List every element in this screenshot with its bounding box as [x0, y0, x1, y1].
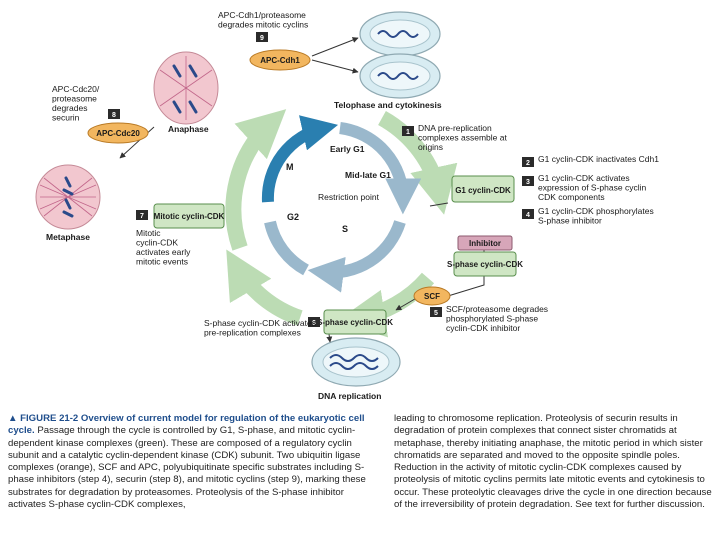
telophase-cells [359, 11, 441, 99]
step-2-text: G1 cyclin-CDK inactivates Cdh1 [538, 154, 659, 164]
dna-replication-cell [311, 337, 401, 387]
g1-cdk-text: G1 cyclin-CDK [455, 186, 511, 195]
apc-cdh1-pill: APC-Cdh1 [249, 49, 311, 71]
anaphase-label: Anaphase [168, 124, 209, 134]
g1-cyclin-cdk-box: G1 cyclin-CDK [451, 175, 515, 203]
apc-cdh1-text: APC-Cdh1 [260, 56, 300, 65]
svg-text:1: 1 [406, 129, 410, 136]
anaphase-cell [153, 51, 219, 125]
svg-text:8: 8 [112, 112, 116, 119]
svg-text:2: 2 [526, 160, 530, 167]
svg-text:3: 3 [526, 179, 530, 186]
mitotic-cyclin-cdk-box: Mitotic cyclin-CDK [153, 203, 225, 229]
inhibitor-box: Inhibitor [457, 235, 513, 251]
caption-head: ▲ FIGURE 21-2 Overview of current model … [8, 413, 365, 437]
s-phase-cdk-lower-text: S-phase cyclin-CDK [317, 318, 393, 327]
svg-text:6: 6 [312, 320, 316, 327]
s-phase-cdk-box-upper: S-phase cyclin-CDK [447, 251, 523, 277]
inner-cycle [261, 115, 422, 293]
mitotic-cdk-text: Mitotic cyclin-CDK [154, 212, 225, 221]
apc-cdc20-pill: APC-Cdc20 [87, 122, 149, 144]
caption-right-body: leading to chromosome replication. Prote… [394, 413, 712, 511]
caption-left-body: Passage through the cycle is controlled … [8, 425, 366, 511]
svg-text:5: 5 [434, 310, 438, 317]
dna-replication-label: DNA replication [318, 391, 381, 401]
phase-early-g1-label: Early G1 [330, 144, 365, 154]
inhibitor-text: Inhibitor [469, 239, 501, 248]
s-phase-cdk-box-lower: S-phase cyclin-CDK [317, 309, 393, 335]
scf-text: SCF [424, 292, 440, 301]
metaphase-label: Metaphase [46, 232, 90, 242]
phase-mid-g1-label: Mid-late G1 [345, 170, 391, 180]
step-markers: 1 2 3 4 5 6 7 8 9 [108, 32, 534, 327]
phase-m-label: M [286, 162, 294, 172]
apc-cdc20-text: APC-Cdc20 [96, 129, 140, 138]
phase-g2-label: G2 [287, 212, 299, 222]
s-phase-cdk-upper-text: S-phase cyclin-CDK [447, 260, 523, 269]
scf-pill: SCF [413, 286, 451, 306]
svg-text:4: 4 [526, 212, 530, 219]
metaphase-cell [35, 164, 101, 230]
svg-text:7: 7 [140, 213, 144, 220]
figure-caption-left: ▲ FIGURE 21-2 Overview of current model … [8, 413, 376, 511]
phase-s-label: S [342, 224, 348, 234]
telophase-label: Telophase and cytokinesis [334, 100, 442, 110]
outer-green-cycle [225, 109, 458, 338]
svg-text:9: 9 [260, 35, 264, 42]
figure-caption-right: leading to chromosome replication. Prote… [394, 413, 712, 511]
restriction-point-label: Restriction point [318, 192, 380, 202]
